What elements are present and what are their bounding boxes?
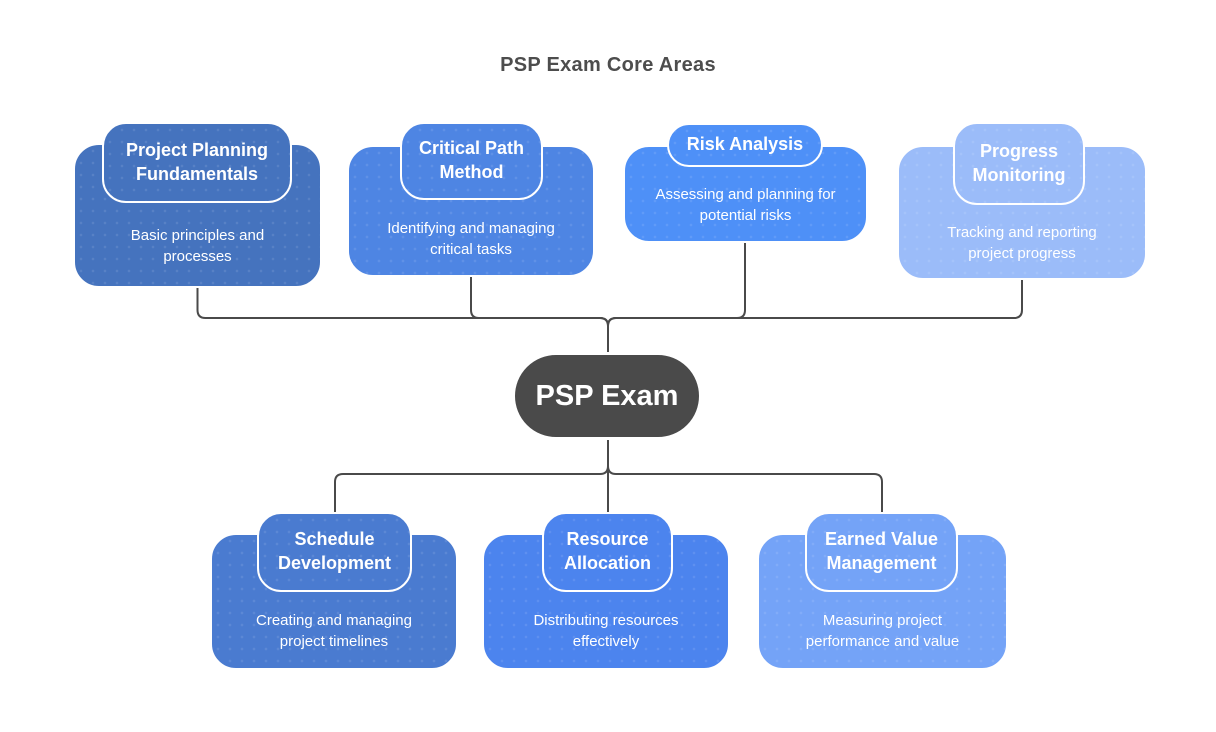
- node-earned-value-title: Earned Value Management: [805, 512, 958, 592]
- node-title-label: Progress Monitoring: [972, 140, 1066, 185]
- node-title-label: Critical Path Method: [418, 138, 525, 182]
- node-title-label: Schedule Development: [277, 529, 392, 573]
- node-critical-path-body: Identifying and managing critical tasks: [347, 145, 595, 277]
- center-node-label: PSP Exam: [535, 379, 679, 412]
- node-schedule-development-description: Creating and managing project timelines: [256, 612, 412, 650]
- node-schedule-development-title: Schedule Development: [257, 512, 412, 592]
- link-project-planning: [196, 288, 609, 352]
- link-critical-path: [470, 277, 609, 352]
- link-progress-monitoring: [607, 280, 1023, 352]
- link-earned-value: [607, 440, 883, 512]
- link-risk-analysis: [607, 243, 746, 352]
- node-risk-analysis-description: Assessing and planning for potential ris…: [655, 186, 836, 224]
- node-project-planning-title: Project Planning Fundamentals: [102, 122, 292, 203]
- node-critical-path-description: Identifying and managing critical tasks: [387, 219, 555, 258]
- node-earned-value-description: Measuring project performance and value: [805, 612, 960, 650]
- link-schedule-development: [334, 440, 609, 512]
- node-title-label: Resource Allocation: [563, 529, 651, 573]
- node-progress-monitoring-description: Tracking and reporting project progress: [947, 223, 1097, 262]
- node-risk-analysis-title: Risk Analysis: [667, 123, 823, 167]
- center-node-psp-exam: PSP Exam: [512, 352, 702, 440]
- node-critical-path-title: Critical Path Method: [400, 122, 543, 200]
- node-progress-monitoring-title: Progress Monitoring: [953, 122, 1085, 205]
- node-resource-allocation-description: Distributing resources effectively: [533, 612, 679, 650]
- diagram-title: PSP Exam Core Areas: [500, 54, 716, 76]
- node-resource-allocation-title: Resource Allocation: [542, 512, 673, 592]
- node-title-label: Earned Value Management: [824, 529, 939, 573]
- node-title-label: Risk Analysis: [686, 134, 804, 155]
- node-title-label: Project Planning Fundamentals: [125, 139, 269, 184]
- node-risk-analysis-body: Assessing and planning for potential ris…: [623, 145, 868, 243]
- node-project-planning-description: Basic principles and processes: [130, 226, 265, 265]
